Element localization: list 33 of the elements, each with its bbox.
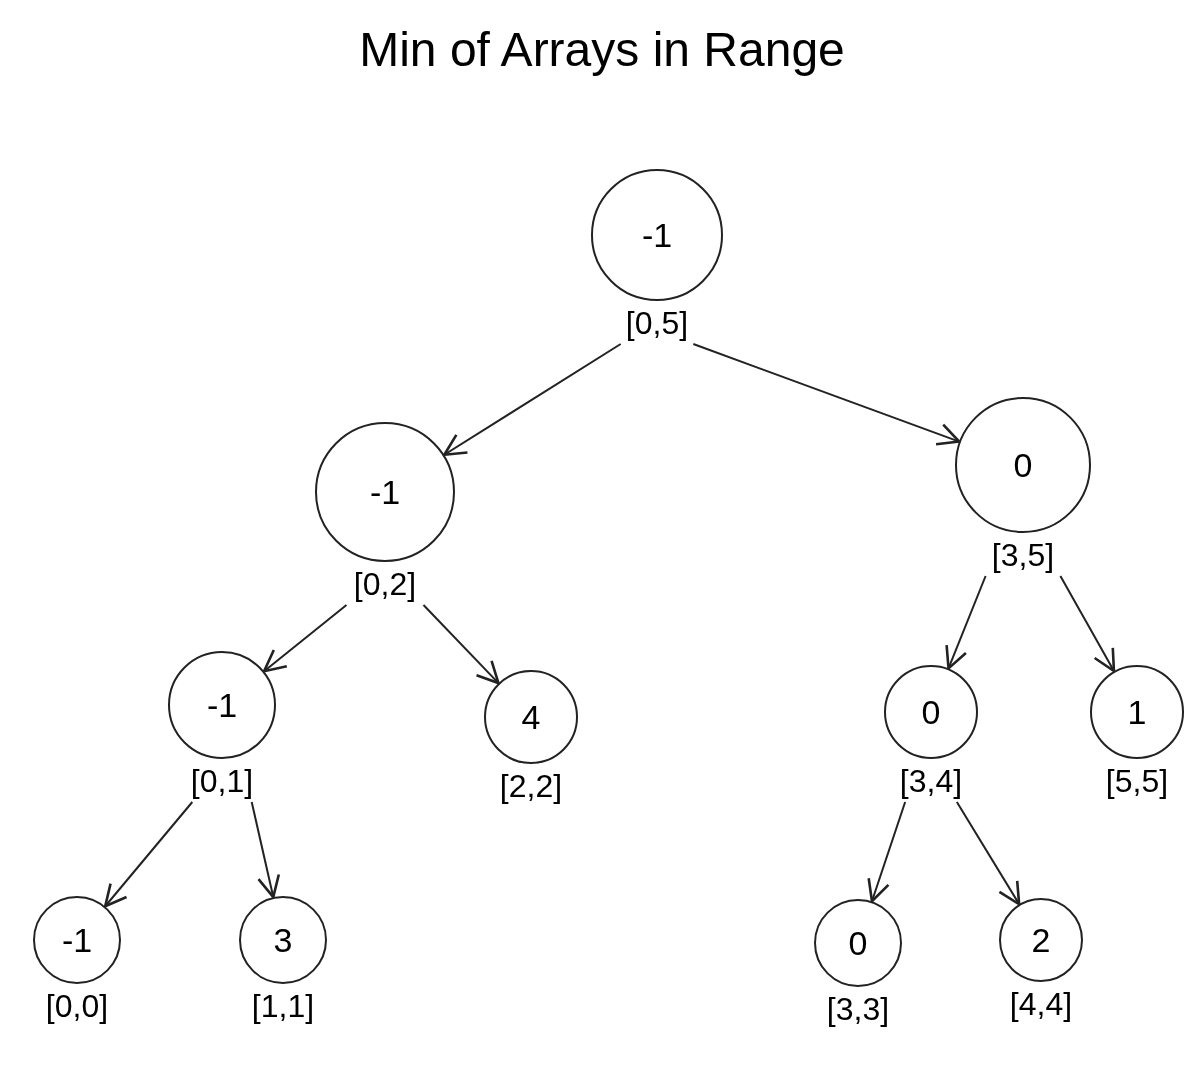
- node-value: 0: [921, 692, 941, 732]
- arrow: [262, 604, 348, 673]
- node-value: 4: [521, 697, 541, 737]
- arrow: [692, 343, 961, 446]
- arrow: [1059, 575, 1116, 673]
- node-value: 0: [848, 923, 868, 963]
- arrow: [945, 575, 987, 670]
- node-value: 0: [1013, 445, 1033, 485]
- node-value: -1: [641, 215, 673, 255]
- node-value: 3: [273, 920, 293, 960]
- range-label: [0,1]: [190, 763, 254, 800]
- arrow: [103, 801, 194, 908]
- arrow: [443, 343, 622, 457]
- range-label: [0,2]: [353, 566, 417, 603]
- range-label: [0,0]: [45, 988, 109, 1025]
- node-value: 1: [1127, 692, 1147, 732]
- node-value: 2: [1031, 920, 1051, 960]
- range-label: [3,4]: [899, 763, 963, 800]
- arrow: [250, 801, 281, 899]
- range-label: [3,3]: [826, 991, 890, 1028]
- node-value: -1: [206, 685, 238, 725]
- arrow: [867, 801, 907, 903]
- range-label: [0,5]: [625, 305, 689, 342]
- node-value: -1: [369, 472, 401, 512]
- range-label: [3,5]: [991, 537, 1055, 574]
- diagram-title: Min of Arrays in Range: [358, 22, 846, 77]
- arrow: [955, 801, 1021, 906]
- range-label: [4,4]: [1009, 986, 1073, 1023]
- range-label: [5,5]: [1105, 763, 1169, 800]
- range-label: [1,1]: [251, 988, 315, 1025]
- node-value: -1: [61, 920, 93, 960]
- range-label: [2,2]: [499, 768, 563, 805]
- arrow: [422, 604, 500, 685]
